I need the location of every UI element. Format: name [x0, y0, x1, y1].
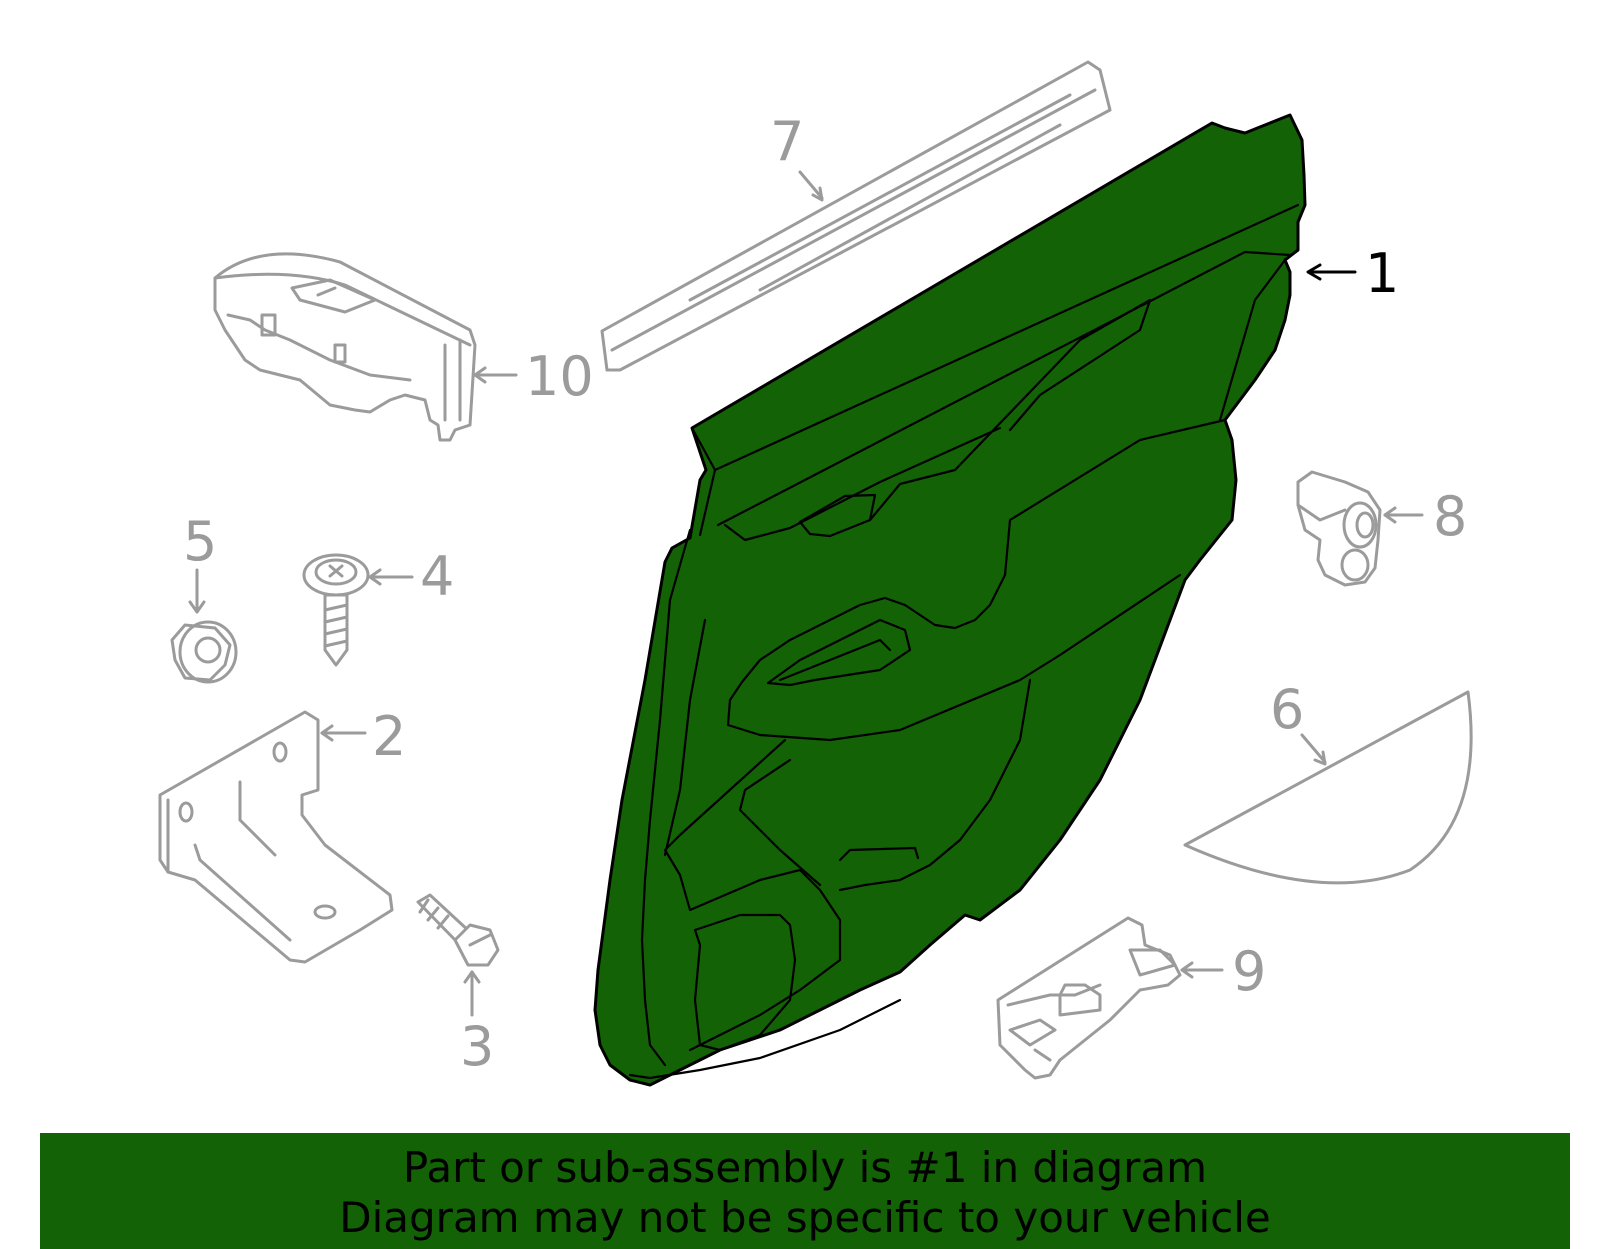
part-1-door-trim-panel[interactable] [593, 113, 1307, 1087]
callout-10: 10 [473, 345, 594, 408]
callout-8: 8 [1383, 485, 1467, 548]
svg-text:7: 7 [770, 110, 804, 173]
callout-7: 7 [770, 110, 824, 202]
banner-line-2: Diagram may not be specific to your vehi… [339, 1193, 1271, 1242]
part-5-nut[interactable] [170, 620, 238, 684]
banner-line-1: Part or sub-assembly is #1 in diagram [402, 1143, 1208, 1192]
svg-text:9: 9 [1232, 940, 1266, 1003]
part-10-window-switch[interactable] [213, 252, 477, 442]
svg-text:4: 4 [420, 545, 454, 608]
part-2-bracket[interactable] [158, 710, 394, 964]
part-3-bolt[interactable] [416, 893, 500, 967]
svg-text:6: 6 [1270, 678, 1304, 741]
callout-1: 1 [1306, 242, 1399, 305]
part-6-insulator[interactable] [1183, 690, 1473, 885]
callout-4: 4 [368, 545, 454, 608]
svg-text:8: 8 [1433, 485, 1467, 548]
svg-text:5: 5 [183, 510, 217, 573]
part-7-weatherstrip[interactable] [600, 60, 1112, 372]
callout-2: 2 [320, 705, 406, 768]
callout-9: 9 [1180, 940, 1266, 1003]
part-8-clip[interactable] [1296, 470, 1382, 587]
svg-text:10: 10 [525, 345, 594, 408]
callout-5: 5 [183, 510, 217, 614]
svg-text:1: 1 [1365, 242, 1399, 305]
part-9-holder[interactable] [996, 916, 1182, 1080]
callout-6: 6 [1270, 678, 1327, 766]
svg-text:3: 3 [460, 1015, 494, 1078]
info-banner: Part or sub-assembly is #1 in diagram Di… [40, 1133, 1570, 1249]
callout-3: 3 [460, 970, 494, 1078]
part-4-screw[interactable] [302, 553, 370, 667]
svg-text:2: 2 [372, 705, 406, 768]
